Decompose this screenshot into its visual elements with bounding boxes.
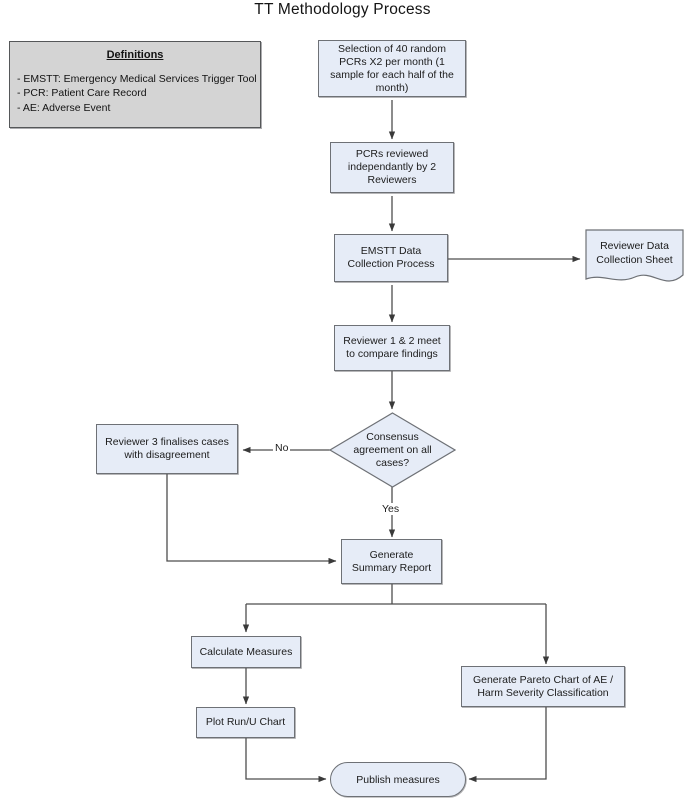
edge-plot-to-publish (245, 738, 327, 783)
node-reviewer-data-sheet[interactable]: Reviewer Data Collection Sheet (585, 229, 684, 287)
diamond-shape-icon (328, 412, 457, 488)
node-consensus-label-wrap: Consensus agreement on all cases? (329, 412, 456, 488)
legend-title: Definitions (106, 49, 164, 61)
node-pareto-chart[interactable]: Generate Pareto Chart of AE / Harm Sever… (461, 666, 625, 707)
node-summary-report[interactable]: Generate Summary Report (341, 539, 442, 584)
document-shape-icon (585, 229, 684, 282)
node-consensus-decision[interactable]: Consensus agreement on all cases? (328, 412, 457, 488)
node-reviewer3-label: Reviewer 3 finalises cases with disagree… (105, 436, 229, 461)
node-emstt-label: EMSTT Data Collection Process (347, 245, 435, 270)
node-summary-report-label: Generate Summary Report (351, 548, 432, 574)
node-pareto-chart-label: Generate Pareto Chart of AE / Harm Sever… (472, 673, 614, 699)
node-review-label: PCRs reviewed independantly by 2 Reviewe… (347, 148, 437, 186)
node-meet[interactable]: Reviewer 1 & 2 meet to compare findings (334, 325, 450, 371)
node-selection[interactable]: Selection of 40 random PCRs X2 per month… (318, 40, 466, 97)
edge-reviewer3-to-summary (166, 474, 337, 565)
definitions-legend: Definitions - EMSTT: Emergency Medical S… (9, 41, 261, 128)
node-publish-measures-label: Publish measures (356, 773, 440, 786)
node-emstt[interactable]: EMSTT Data Collection Process (334, 234, 448, 282)
legend-item: - PCR: Patient Care Record (17, 87, 147, 99)
node-review[interactable]: PCRs reviewed independantly by 2 Reviewe… (330, 142, 454, 193)
legend-item: - EMSTT: Emergency Medical Services Trig… (17, 72, 257, 85)
node-plot-chart-label: Plot Run/U Chart (205, 716, 286, 728)
edge-label-yes: Yes (380, 503, 402, 515)
node-publish-measures[interactable]: Publish measures (330, 762, 466, 797)
node-consensus-label: Consensus agreement on all cases? (353, 430, 432, 469)
node-calculate-measures[interactable]: Calculate Measures (191, 636, 301, 668)
legend-items: - EMSTT: Emergency Medical Services Trig… (10, 72, 260, 116)
edge-pareto-to-publish (468, 706, 547, 783)
node-reviewer3[interactable]: Reviewer 3 finalises cases with disagree… (96, 424, 238, 474)
node-reviewer-data-sheet-label: Reviewer Data Collection Sheet (596, 240, 673, 266)
node-meet-label: Reviewer 1 & 2 meet to compare findings (343, 335, 441, 360)
page-title: TT Methodology Process (254, 1, 431, 18)
node-calculate-measures-label: Calculate Measures (199, 645, 293, 658)
node-plot-chart[interactable]: Plot Run/U Chart (196, 707, 295, 738)
node-selection-label: Selection of 40 random PCRs X2 per month… (330, 42, 454, 94)
legend-item: - AE: Adverse Event (17, 101, 111, 114)
edge-label-no: No (273, 442, 291, 454)
